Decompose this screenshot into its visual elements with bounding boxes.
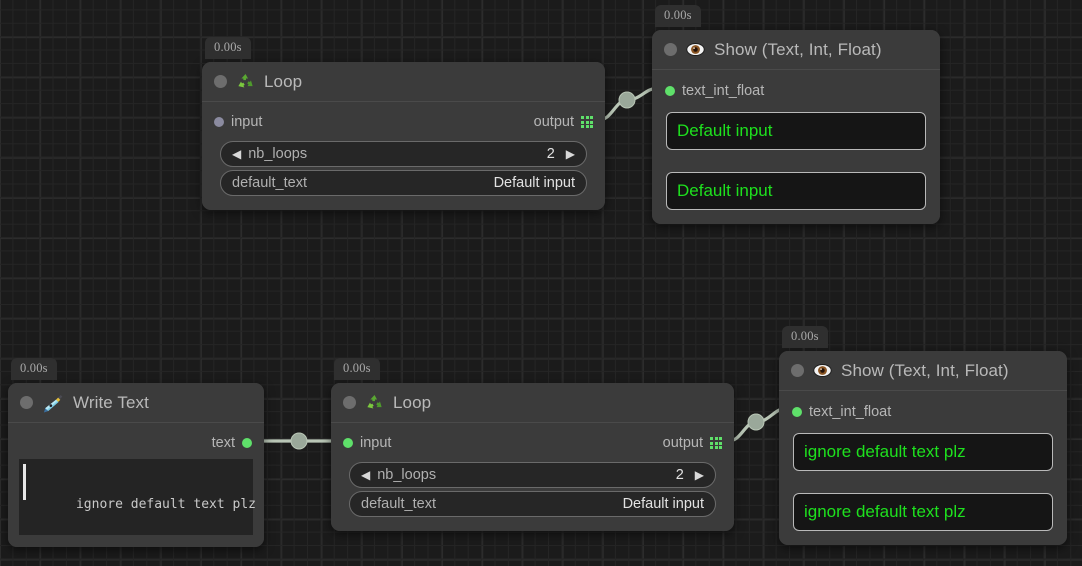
port-dot-icon[interactable] — [242, 438, 252, 448]
stepper-left-arrow-icon[interactable]: ◀ — [361, 468, 371, 482]
stepper-label: nb_loops — [248, 146, 308, 162]
ports-row: text — [19, 431, 253, 455]
output-value-box: Default input — [666, 172, 926, 210]
output-value-box: ignore default text plz — [793, 433, 1053, 471]
stepper-right-arrow-icon[interactable]: ▶ — [565, 147, 575, 161]
input-port-label: input — [231, 114, 263, 130]
node-header[interactable]: Write Text — [8, 383, 264, 423]
time-badge: 0.00s — [782, 326, 828, 348]
stepper-left-arrow-icon[interactable]: ◀ — [232, 147, 242, 161]
stepper-value: 2 — [675, 467, 684, 483]
time-badge: 0.00s — [334, 358, 380, 380]
output-port-write-text[interactable]: text — [212, 435, 252, 451]
input-port-loop-top[interactable]: input — [214, 114, 262, 130]
output-value-box: Default input — [666, 112, 926, 150]
node-body: input output ◀ nb_loops 2 ▶ default_text… — [202, 102, 605, 210]
node-title: Show (Text, Int, Float) — [714, 39, 882, 59]
node-body: text_int_float ignore default text plz i… — [779, 391, 1067, 545]
ports-row: text_int_float — [664, 79, 928, 103]
input-port-label: input — [360, 435, 392, 451]
input-port-show-bottom[interactable]: text_int_float — [792, 404, 891, 420]
ports-row: input output — [342, 431, 723, 459]
input-port-label: text_int_float — [809, 404, 892, 420]
node-title: Loop — [393, 392, 432, 412]
node-body: input output ◀ nb_loops 2 ▶ default_text… — [331, 423, 734, 531]
node-loop-top[interactable]: 0.00s Loop input output — [202, 37, 605, 210]
text-editor-value: ignore default text plz — [75, 497, 256, 512]
port-dot-icon[interactable] — [665, 86, 675, 96]
output-value-box: ignore default text plz — [793, 493, 1053, 531]
recycle-icon — [365, 393, 384, 412]
output-port-loop-bottom[interactable]: output — [663, 435, 722, 451]
pen-nib-icon — [42, 393, 64, 413]
time-badge: 0.00s — [11, 358, 57, 380]
text-editor[interactable]: ignore default text plz — [19, 459, 256, 535]
port-dot-icon[interactable] — [214, 117, 224, 127]
time-badge: 0.00s — [655, 5, 701, 27]
node-title: Loop — [264, 71, 303, 91]
input-port-show-top[interactable]: text_int_float — [665, 83, 764, 99]
stepper-nb-loops[interactable]: ◀ nb_loops 2 ▶ — [349, 462, 716, 488]
field-label: default_text — [232, 175, 307, 191]
collapse-dot[interactable] — [343, 396, 356, 409]
output-port-label: output — [662, 435, 703, 451]
input-port-loop-bottom[interactable]: input — [343, 435, 391, 451]
node-header[interactable]: Loop — [331, 383, 734, 423]
node-body: text_int_float Default input Default inp… — [652, 70, 940, 224]
output-port-label: output — [533, 114, 574, 130]
node-header[interactable]: Loop — [202, 62, 605, 102]
port-dot-icon[interactable] — [343, 438, 353, 448]
node-header[interactable]: Show (Text, Int, Float) — [652, 30, 940, 70]
node-title: Show (Text, Int, Float) — [841, 360, 1009, 380]
node-write-text[interactable]: 0.00s Write Text text ignore default tex… — [8, 358, 264, 547]
collapse-dot[interactable] — [20, 396, 33, 409]
stepper-nb-loops[interactable]: ◀ nb_loops 2 ▶ — [220, 141, 587, 167]
port-dot-icon[interactable] — [792, 407, 802, 417]
stepper-label: nb_loops — [377, 467, 437, 483]
output-port-loop-top[interactable]: output — [534, 114, 593, 130]
node-show-top[interactable]: 0.00s Show (Text, Int, Float) text_int_f… — [652, 5, 940, 224]
ports-row: text_int_float — [791, 400, 1055, 424]
node-loop-bottom[interactable]: 0.00s Loop input output — [331, 358, 734, 531]
grid-port-icon[interactable] — [581, 116, 593, 128]
output-port-label: text — [211, 435, 235, 451]
input-port-label: text_int_float — [682, 83, 765, 99]
node-show-bottom[interactable]: 0.00s Show (Text, Int, Float) text_int_f… — [779, 326, 1067, 545]
collapse-dot[interactable] — [214, 75, 227, 88]
field-default-text[interactable]: default_text Default input — [220, 170, 587, 196]
eye-icon — [686, 42, 705, 57]
node-header[interactable]: Show (Text, Int, Float) — [779, 351, 1067, 391]
field-label: default_text — [361, 496, 436, 512]
eye-icon — [813, 363, 832, 378]
ports-row: input output — [213, 110, 594, 138]
node-body: text ignore default text plz — [8, 423, 264, 547]
grid-port-icon[interactable] — [710, 437, 722, 449]
field-value: Default input — [493, 175, 575, 191]
collapse-dot[interactable] — [664, 43, 677, 56]
text-caret — [23, 464, 26, 500]
field-default-text[interactable]: default_text Default input — [349, 491, 716, 517]
stepper-right-arrow-icon[interactable]: ▶ — [694, 468, 704, 482]
stepper-value: 2 — [546, 146, 555, 162]
recycle-icon — [236, 72, 255, 91]
collapse-dot[interactable] — [791, 364, 804, 377]
field-value: Default input — [622, 496, 704, 512]
time-badge: 0.00s — [205, 37, 251, 59]
node-title: Write Text — [73, 392, 149, 412]
